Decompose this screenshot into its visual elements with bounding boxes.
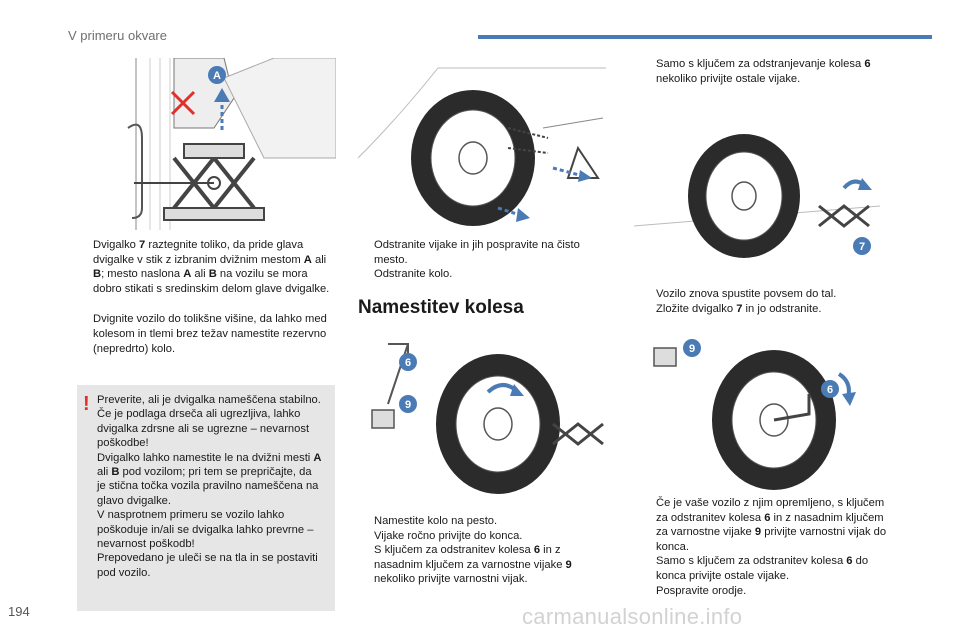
col3-top-text: Samo s ključem za odstranjevanje kolesa …: [640, 57, 898, 86]
warning-text: Preverite, ali je dvigalka nameščena sta…: [97, 393, 322, 580]
ref-number: 6: [864, 58, 871, 70]
warning-paragraph: Preverite, ali je dvigalka nameščena sta…: [97, 394, 321, 450]
text-run: ali: [311, 253, 327, 266]
warning-box: ! Preverite, ali je dvigalka nameščena s…: [77, 385, 335, 611]
text-run: Če je vaše vozilo z njim opremljeno, s k…: [656, 497, 885, 524]
ref-number: 6: [764, 511, 771, 524]
text-run: Namestite kolo na pesto.: [374, 515, 498, 527]
ref-letter: B: [111, 466, 120, 479]
list-item: Samo s ključem za odstranjevanje kolesa …: [640, 57, 898, 86]
text-run: Vozilo znova spustite povsem do tal.: [656, 288, 837, 300]
list-item: Dvignite vozilo do tolikšne višine, da l…: [77, 312, 339, 356]
text-run: in z nasadnim ključem za varnostne vijak…: [374, 544, 566, 571]
ref-number: 7: [139, 239, 146, 251]
callout-9-label: 9: [405, 399, 411, 411]
figure-remove-wheel: [358, 58, 606, 230]
text-run: Dvignite vozilo do tolikšne višine, da l…: [93, 313, 327, 355]
ref-number: 7: [736, 302, 743, 315]
text-run: Zložite dvigalko: [656, 302, 737, 315]
text-run: Odstranite vijake in jih pospravite na č…: [374, 239, 580, 266]
list-item: Odstranite kolo.: [358, 267, 608, 282]
text-run: in z nasadnim ključem za varnostne vijak…: [656, 511, 884, 539]
ref-letter: A: [313, 451, 322, 464]
ref-letter: A: [303, 253, 312, 266]
col3-bottom-text: Če je vaše vozilo z njim opremljeno, s k…: [640, 496, 898, 598]
page-header-title: V primeru okvare: [68, 28, 167, 43]
text-run: nekoliko privijte ostale vijake.: [656, 72, 801, 85]
ref-letter: B: [93, 268, 102, 281]
ref-number: 9: [754, 526, 762, 539]
callout-9-label: 9: [689, 343, 695, 355]
col2-top-text: Odstranite vijake in jih pospravite na č…: [358, 238, 608, 282]
list-item: Zložite dvigalko 7 in jo odstranite.: [640, 302, 898, 317]
list-item: Vozilo znova spustite povsem do tal.: [640, 287, 898, 302]
text-run: Odstranite kolo.: [374, 268, 453, 281]
list-item: Namestite kolo na pesto.: [358, 514, 608, 529]
text-run: Dvigalko: [93, 239, 140, 251]
text-run: do konca privijte ostale vijake.: [656, 555, 869, 582]
text-run: nekoliko privijte varnostni vijak.: [374, 573, 528, 586]
list-item: Če je vaše vozilo z njim opremljeno, s k…: [640, 496, 898, 554]
text-run: privijte varnostni vijak do konca.: [656, 526, 887, 553]
list-item: S ključem za odstranitev kolesa 6 in z n…: [358, 543, 608, 587]
header-accent-bar: [478, 35, 932, 39]
callout-6-label: 6: [827, 384, 833, 396]
callout-a-label: A: [213, 70, 221, 82]
col3-middle-text: Vozilo znova spustite povsem do tal. Zlo…: [640, 287, 898, 316]
text-run: S ključem za odstranitev kolesa: [374, 544, 534, 557]
text-run: Samo s ključem za odstranjevanje kolesa: [656, 58, 865, 70]
text-run: ; mesto naslona: [101, 268, 184, 281]
warning-paragraph: Prepovedano je uleči se na tla in se pos…: [97, 552, 318, 579]
text-run: Samo s ključem za odstranitev kolesa: [656, 555, 847, 568]
list-item: Dvigalko 7 raztegnite toliko, da pride g…: [77, 238, 339, 296]
text-run: ali: [97, 466, 112, 479]
list-item: Samo s ključem za odstranitev kolesa 6 d…: [640, 554, 898, 583]
text-run: Vijake ročno privijte do konca.: [374, 529, 523, 542]
text-run: na vozilu se mora dobro stikati s sredin…: [93, 268, 330, 295]
callout-6-label: 6: [405, 357, 411, 369]
ref-letter: B: [208, 268, 217, 281]
page-number: 194: [8, 604, 30, 619]
section-title: Namestitev kolesa: [358, 297, 524, 318]
col2-bottom-text: Namestite kolo na pesto. Vijake ročno pr…: [358, 514, 608, 587]
warning-paragraph: Dvigalko lahko namestite le na dvižni me…: [97, 451, 322, 509]
warning-paragraph: V nasprotnem primeru se vozilo lahko poš…: [97, 509, 314, 551]
text-run: pod vozilom; pri tem se prepričajte, da …: [97, 466, 319, 507]
ref-number: 6: [533, 544, 541, 557]
text-run: Pospravite orodje.: [656, 584, 747, 597]
warning-icon: !: [83, 393, 90, 415]
ref-number: 6: [846, 555, 853, 568]
list-item: Pospravite orodje.: [640, 584, 898, 599]
text-run: in jo odstranite.: [742, 302, 822, 315]
list-item: Vijake ročno privijte do konca.: [358, 529, 608, 544]
figure-jack-placement: A: [114, 58, 336, 230]
watermark: carmanualsonline.info: [522, 604, 743, 629]
text-run: ali: [191, 268, 209, 281]
col1-text: Dvigalko 7 raztegnite toliko, da pride g…: [77, 238, 339, 356]
text-run: raztegnite toliko, da pride glava dvigal…: [93, 239, 304, 266]
text-run: Dvigalko lahko namestite le na dvižni me…: [97, 451, 314, 464]
ref-number: 9: [565, 558, 572, 571]
callout-7-label: 7: [859, 241, 865, 253]
figure-lower-vehicle: 7: [634, 126, 880, 258]
figure-fit-wheel: 6 9: [358, 334, 606, 502]
figure-tighten-bolts: 9 6: [634, 334, 880, 494]
ref-letter: A: [183, 268, 192, 281]
list-item: Odstranite vijake in jih pospravite na č…: [358, 238, 608, 267]
